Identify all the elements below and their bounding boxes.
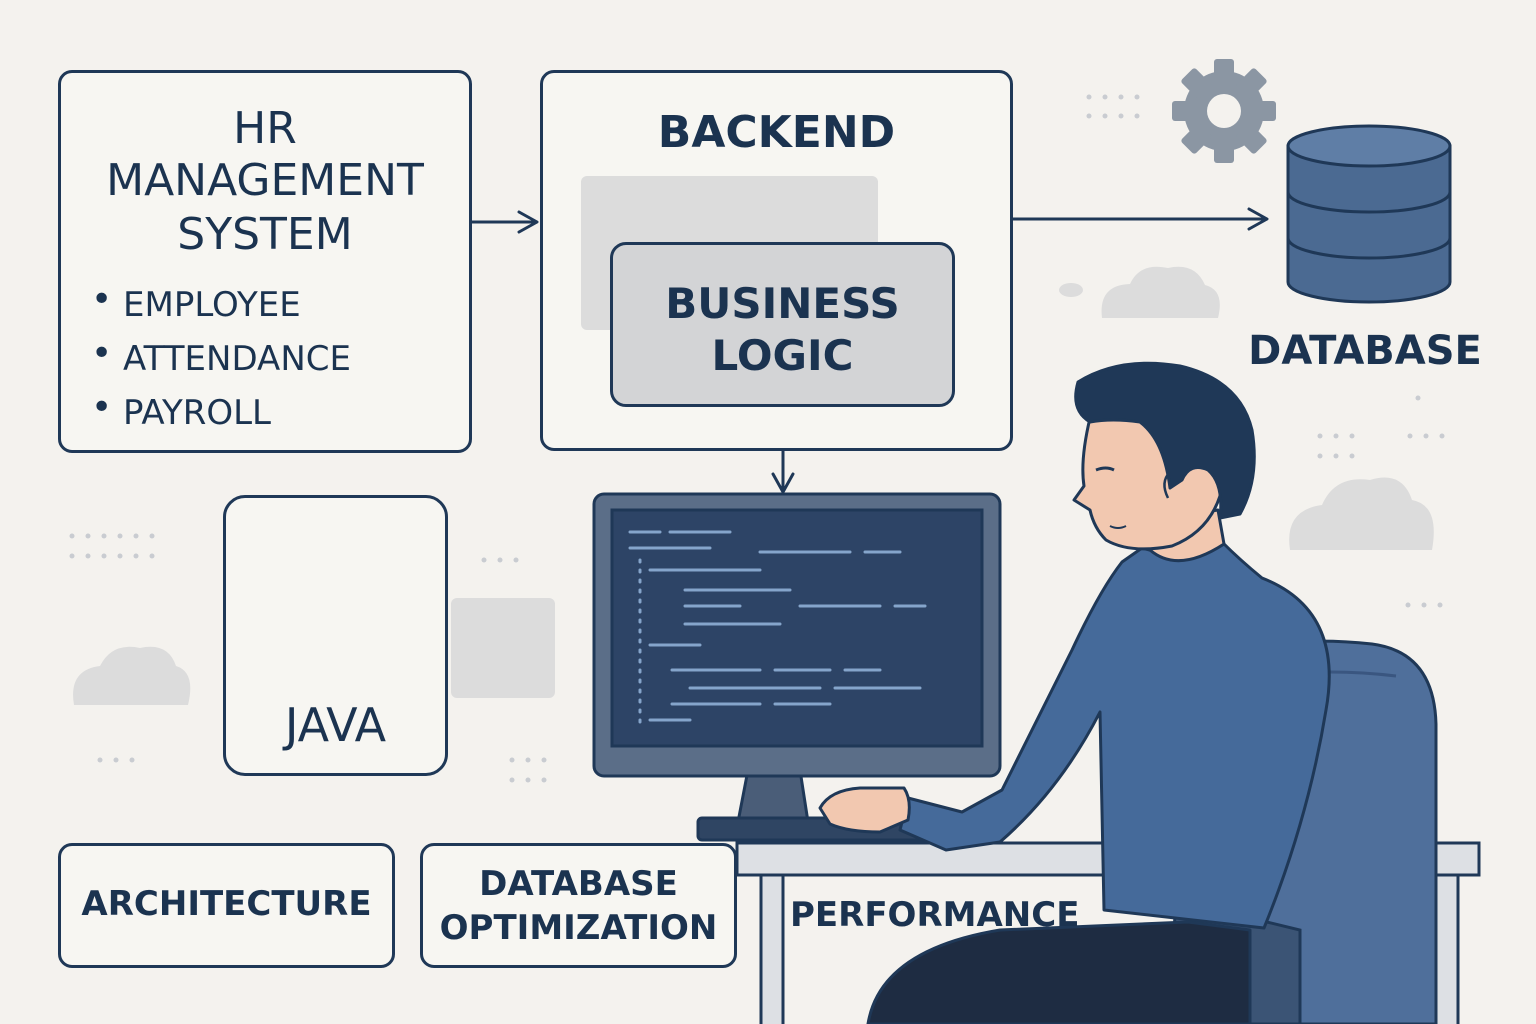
- architecture-label: Architecture: [81, 884, 372, 924]
- backend-title: Backend: [657, 107, 896, 158]
- list-item-employee: Employee: [123, 285, 301, 325]
- hr-title-line3: System: [177, 209, 353, 260]
- java-box: Java: [223, 495, 448, 776]
- hr-management-system-box: HR Management System • Employee • Attend…: [58, 70, 472, 453]
- decorative-clouds: [73, 266, 1434, 705]
- code-lines: [628, 530, 927, 727]
- database-optimization-line1: Database: [479, 864, 678, 904]
- gear-icon: [1172, 59, 1276, 163]
- business-logic-line1: Business: [665, 279, 900, 328]
- list-item-attendance: Attendance: [123, 339, 351, 379]
- developer-person: [818, 361, 1331, 1024]
- database-label: Database: [1248, 328, 1482, 374]
- database-cylinder-icon: [1286, 124, 1452, 304]
- hr-title-line1: HR: [233, 103, 297, 154]
- business-logic-box: Business Logic: [610, 242, 955, 407]
- business-logic-line2: Logic: [711, 331, 854, 380]
- bullet-icon: •: [91, 279, 113, 320]
- bullet-icon: •: [91, 333, 113, 374]
- architecture-tag: Architecture: [58, 843, 395, 968]
- java-label: Java: [284, 698, 387, 752]
- database-optimization-tag: Database Optimization: [420, 843, 737, 968]
- performance-label: Performance: [790, 895, 1080, 935]
- hr-title-line2: Management: [106, 155, 424, 206]
- computer-monitor: [592, 492, 1002, 842]
- bullet-icon: •: [91, 387, 113, 428]
- database-optimization-line2: Optimization: [439, 908, 718, 948]
- list-item-payroll: Payroll: [123, 393, 271, 433]
